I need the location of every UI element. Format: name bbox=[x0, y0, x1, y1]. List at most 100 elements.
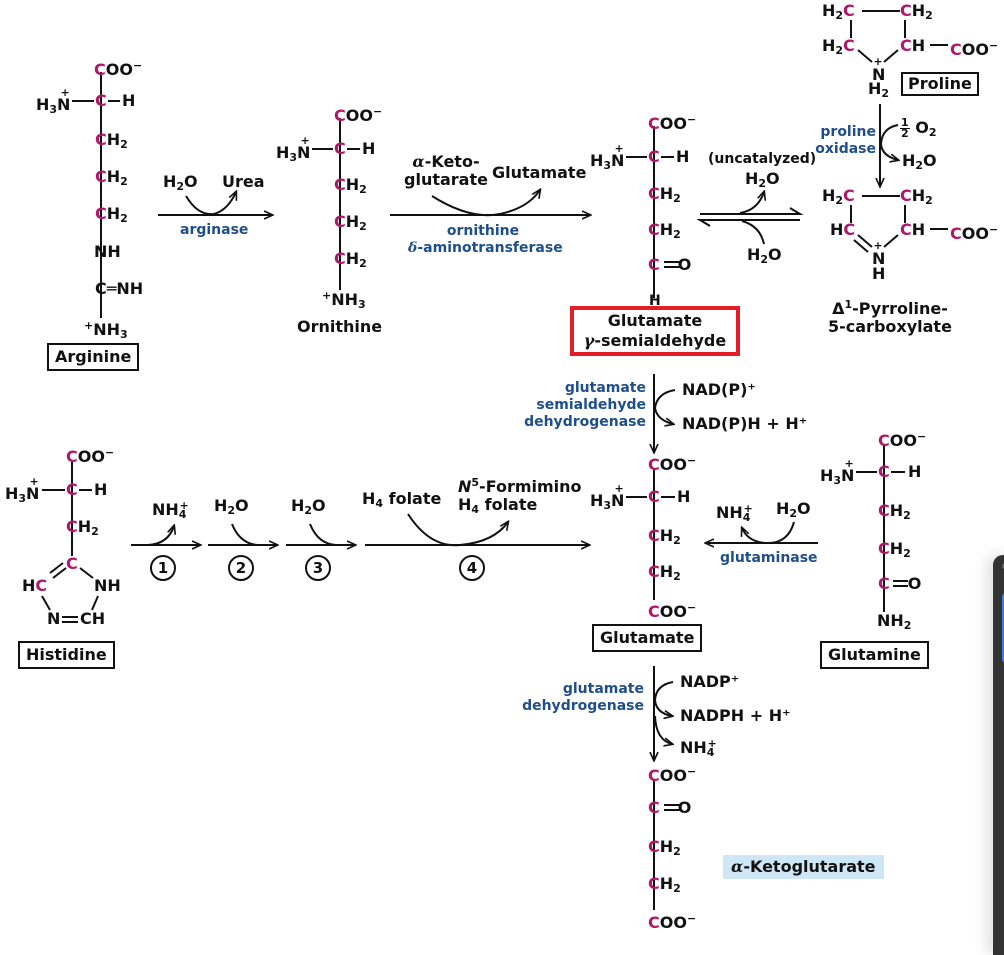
glutamine-coo: COO− bbox=[878, 430, 927, 450]
step-2-input: H2O bbox=[214, 496, 249, 518]
histidine-h: H bbox=[94, 480, 108, 499]
ornithine-ch2-3: CH2 bbox=[334, 249, 367, 271]
proline-label: Proline bbox=[901, 72, 979, 96]
proline-ch2-top: CH2 bbox=[900, 1, 933, 23]
glutamate-dehydrogenase-enzyme: glutamate dehydrogenase bbox=[522, 681, 644, 714]
arginine-ch2-1: CH2 bbox=[95, 130, 128, 152]
arginine-coo: COO− bbox=[94, 59, 143, 79]
arginine-ch2-2: CH2 bbox=[95, 167, 128, 189]
p5c-coo: COO− bbox=[950, 223, 999, 243]
glutamine-h: H bbox=[908, 462, 922, 481]
p5c-n: N+ bbox=[872, 239, 886, 268]
histidine-ch2: CH2 bbox=[66, 517, 99, 539]
step-3-badge: 3 bbox=[305, 555, 331, 581]
ornithine-label: Ornithine bbox=[297, 317, 383, 336]
proline-oxidase-enzyme: proline oxidase bbox=[815, 124, 876, 157]
glutamate-dehydrogenase-output-1: NADPH + H⁺ bbox=[680, 706, 791, 725]
glutamate-ch2-2: CH2 bbox=[648, 562, 681, 584]
glutamine-alpha-c: C bbox=[878, 462, 890, 481]
gsa-ch2-2: CH2 bbox=[648, 220, 681, 242]
histidine-label: Histidine bbox=[18, 641, 115, 669]
equilibrium-forward-arrow bbox=[700, 207, 804, 215]
transaminase-enzyme: ornithine δ-aminotransferase bbox=[408, 223, 563, 256]
proline-h2c: H2C bbox=[822, 36, 855, 58]
step-1-output: NH4+ bbox=[152, 499, 189, 521]
panel-blue-button[interactable] bbox=[1002, 593, 1004, 663]
proline-coo: COO− bbox=[950, 39, 999, 59]
p5c-label: Δ1-Pyrroline-5-carboxylate bbox=[828, 298, 952, 336]
equilibrium-reverse-arrow bbox=[696, 219, 800, 227]
p5c-hc: HC bbox=[830, 220, 856, 239]
gsa-dehydrogenase-input: NAD(P)⁺ bbox=[682, 380, 756, 399]
gsa-aldehyde-h: H bbox=[649, 293, 661, 309]
glutaminase-output: NH4+ bbox=[716, 502, 753, 524]
glutamate-ch2-1: CH2 bbox=[648, 526, 681, 548]
ornithine-nh3-terminal: +NH3 bbox=[322, 289, 366, 311]
ornithine-ch2-1: CH2 bbox=[334, 175, 367, 197]
ornithine-nh3: H3N+ bbox=[276, 134, 311, 164]
arginine-h: H bbox=[122, 91, 136, 110]
p5c-h2c: H2C bbox=[822, 186, 855, 208]
arginine-ch2-3: CH2 bbox=[95, 204, 128, 226]
gsa-alpha-c: C bbox=[648, 147, 660, 166]
p5c-ch: CH bbox=[900, 220, 926, 239]
ornithine-alpha-c: C bbox=[334, 139, 346, 158]
proline-oxidase-output: H2O bbox=[902, 151, 937, 173]
p5c-h: H bbox=[872, 264, 886, 283]
gsa-ch2-1: CH2 bbox=[648, 184, 681, 206]
step-4-badge: 4 bbox=[459, 555, 485, 581]
proline-h2c-top: H2C bbox=[822, 1, 855, 23]
ornithine-h: H bbox=[362, 139, 376, 158]
side-panel[interactable] bbox=[993, 555, 1004, 955]
glutamate-coo-1: COO− bbox=[648, 454, 697, 474]
histidine-n: N bbox=[47, 609, 61, 628]
histidine-alpha-c: C bbox=[66, 480, 78, 499]
akg-ch2-1: CH2 bbox=[648, 837, 681, 859]
arginase-enzyme: arginase bbox=[180, 222, 249, 238]
glutamate-dehydrogenase-output-2: NH4+ bbox=[680, 737, 717, 759]
gsa-h: H bbox=[676, 147, 690, 166]
transaminase-input: α-Keto-glutarate bbox=[404, 152, 488, 189]
akg-coo-2: COO− bbox=[648, 912, 697, 932]
panel-handle-icon bbox=[1002, 563, 1004, 569]
glutamine-ch2-1: CH2 bbox=[878, 501, 911, 523]
arginine-nh: NH bbox=[94, 242, 121, 261]
p5c-ch2: CH2 bbox=[900, 186, 933, 208]
arginine-nh3-terminal: +NH3 bbox=[84, 319, 128, 341]
glutaminase-enzyme: glutaminase bbox=[720, 550, 818, 566]
glutamate-h: H bbox=[677, 487, 691, 506]
glutamate-alpha-c: C bbox=[648, 487, 660, 506]
cyclization-input: H2O bbox=[747, 245, 782, 267]
gsa-dehydrogenase-enzyme: glutamate semialdehyde dehydrogenase bbox=[524, 380, 646, 430]
akg-coo-1: COO− bbox=[648, 765, 697, 785]
gsa-coo: COO− bbox=[648, 113, 697, 133]
akg-ch2-2: CH2 bbox=[648, 874, 681, 896]
akg-label-highlighted: α-Ketoglutarate bbox=[723, 855, 884, 879]
proline-ch: CH bbox=[900, 36, 926, 55]
ornithine-coo: COO− bbox=[334, 105, 383, 125]
glutamate-dehydrogenase-input: NADP⁺ bbox=[680, 672, 740, 691]
glutaminase-input: H2O bbox=[776, 499, 811, 521]
gsa-nh3: H3N+ bbox=[590, 142, 625, 172]
glutamate-coo-2: COO− bbox=[648, 601, 697, 621]
glutamine-nh2: NH2 bbox=[877, 611, 912, 633]
arginine-nh3: H3N+ bbox=[36, 86, 71, 116]
histidine-nh: NH bbox=[94, 576, 121, 595]
glutamine-nh3: H3N+ bbox=[820, 457, 855, 487]
histidine-ch: CH bbox=[80, 609, 106, 628]
histidine-nh3: H3N+ bbox=[5, 475, 40, 505]
glutamate-nh3: H3N+ bbox=[590, 482, 625, 512]
proline-n: N+ bbox=[872, 55, 886, 84]
transaminase-output: Glutamate bbox=[492, 163, 587, 182]
gsa-label-highlighted: Glutamate γ-semialdehyde bbox=[570, 306, 740, 356]
ornithine-ch2-2: CH2 bbox=[334, 212, 367, 234]
glutamine-ch2-2: CH2 bbox=[878, 539, 911, 561]
histidine-ring-c: C bbox=[66, 554, 78, 573]
histidine-hc: HC bbox=[22, 576, 48, 595]
cyclization-output: H2O bbox=[745, 169, 780, 191]
